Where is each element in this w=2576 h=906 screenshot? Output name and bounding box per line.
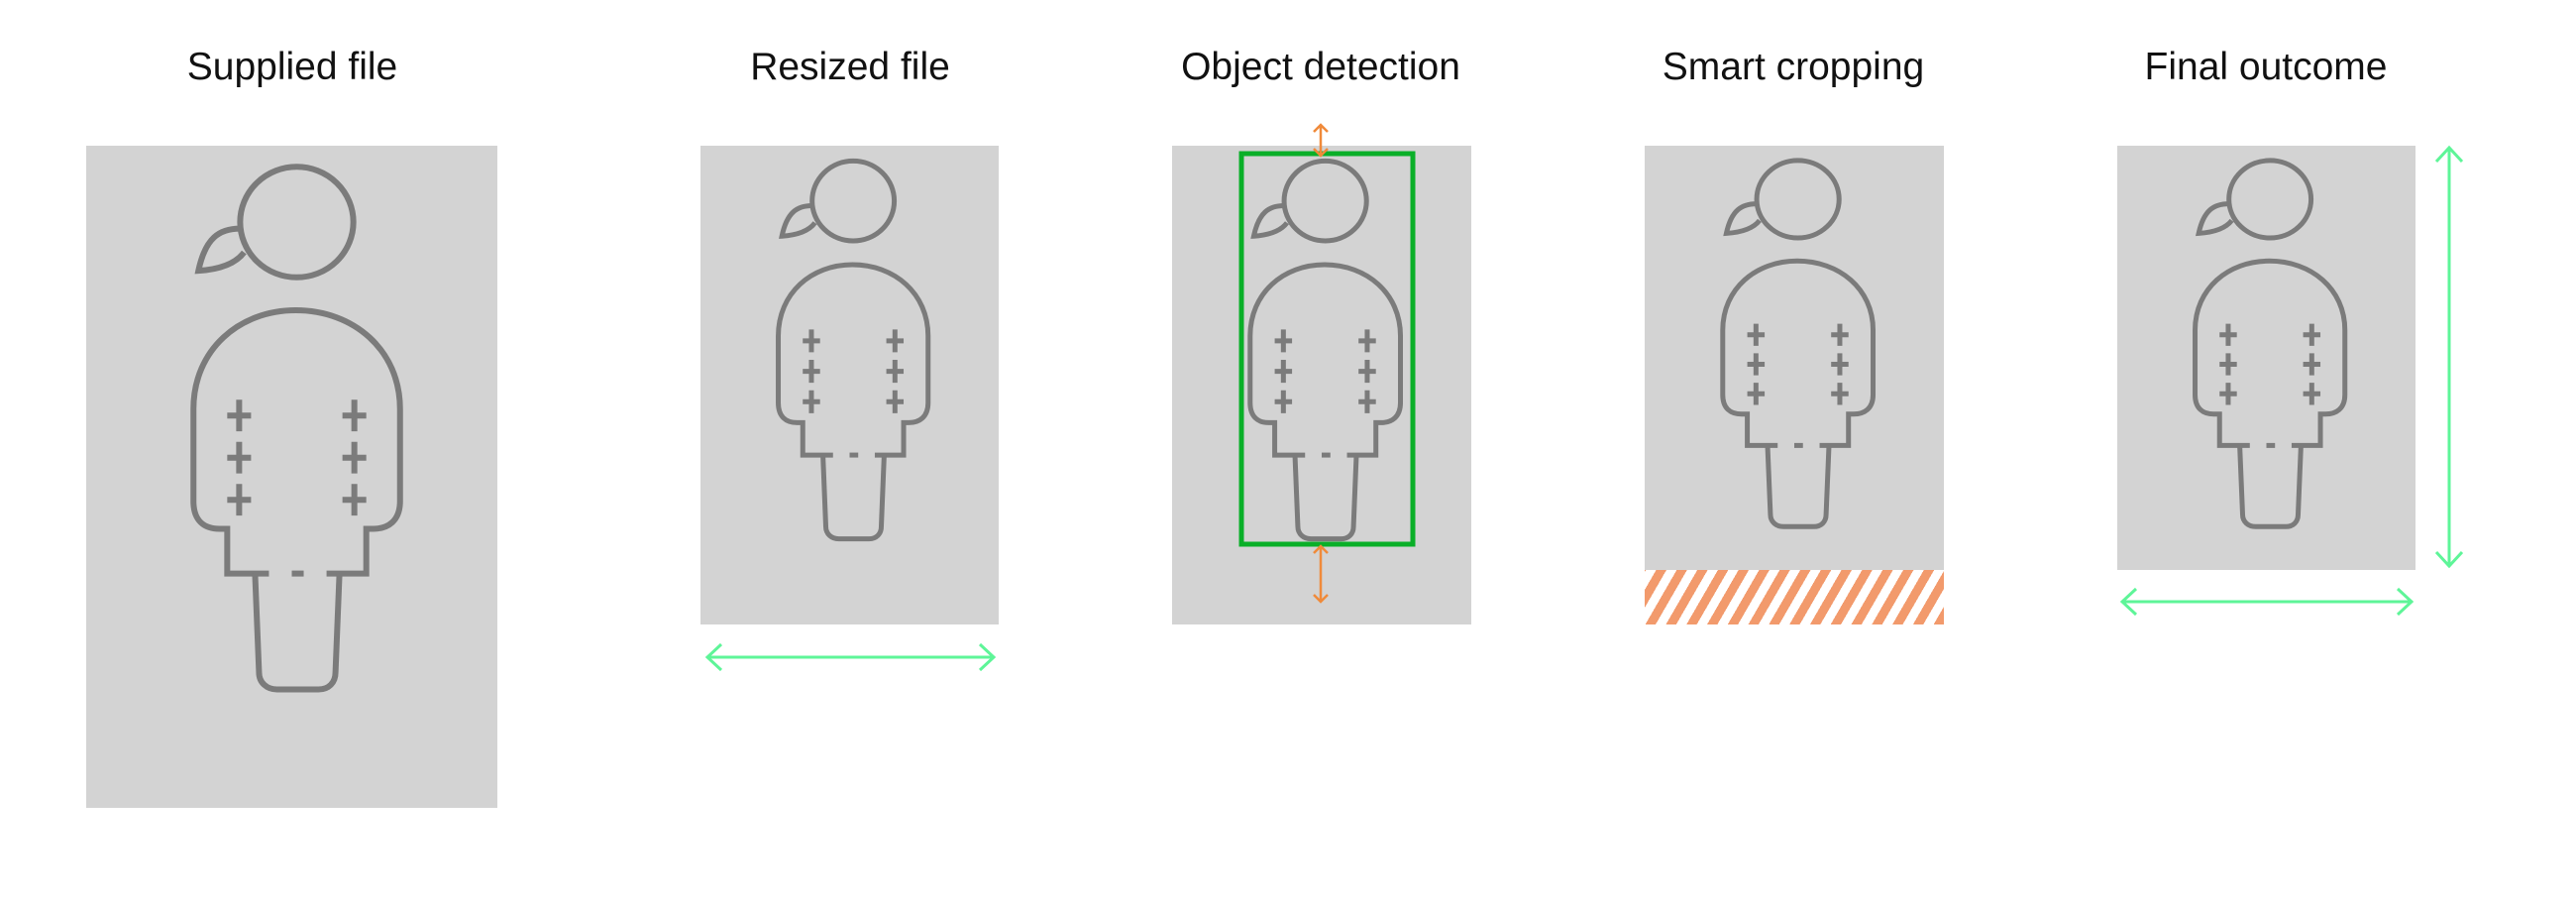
person-figure-icon [778,160,929,540]
person-figure-icon [2195,160,2346,527]
width-arrow-icon [704,642,997,672]
step-title-resized: Resized file [750,46,950,88]
person-figure-icon [1722,160,1874,527]
person-figure-icon [1249,160,1401,540]
height-arrow-icon [2434,145,2464,569]
step-title-cropping: Smart cropping [1662,46,1925,88]
step-title-supplied: Supplied file [186,46,398,88]
final-image-panel [2117,146,2415,570]
supplied-image-panel [86,146,497,808]
resized-image-panel [700,146,999,624]
detection-image-panel [1172,146,1471,624]
final-width-arrow-icon [2119,587,2415,617]
step-title-detection: Object detection [1181,46,1460,88]
person-figure-icon [192,166,401,691]
cropping-image-panel [1645,146,1944,570]
cropped-area-hatch [1645,570,1944,624]
step-title-final: Final outcome [2144,46,2388,88]
